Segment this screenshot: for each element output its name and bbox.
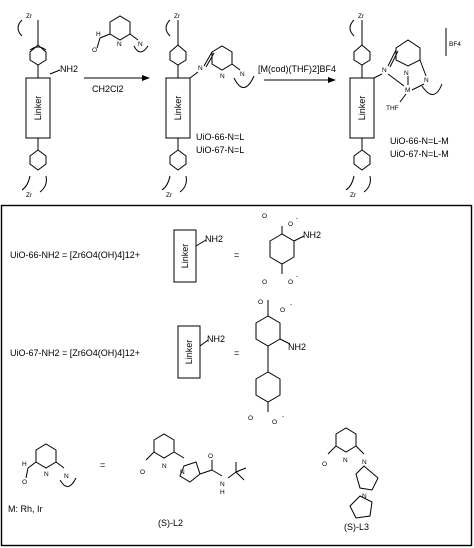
aldehyde-ligand-generic: H O N N = M: Rh, Ir [8,443,105,514]
benzene-ring-67-lower [255,371,281,403]
svg-text:=: = [234,250,239,260]
linker-box-66 [173,229,197,283]
metal-note: M: Rh, Ir [8,504,43,514]
uio67-definition: UiO-67-NH2 = [Zr6O4(OH)4]12+ Linker NH2 … [10,299,306,426]
pyridine-ring-2 [211,45,233,71]
benzene-ring-66 [269,233,295,265]
linker-label-1: Linker [33,96,43,121]
arrow-step-1: CH2Cl2 [84,75,150,94]
svg-text:N: N [404,70,409,77]
svg-text:Zr: Zr [358,13,365,20]
ligand-l3-structure: O N N N (S)-L3 [322,427,379,532]
uio66-formula: UiO-66-NH2 = [Zr6O4(OH)4]12+ [10,250,140,260]
piperazine-ring-l3 [355,465,379,491]
pyridine-ring-generic [35,443,57,469]
svg-text:O: O [262,213,267,220]
svg-text:O: O [322,461,327,468]
svg-text:O: O [272,419,277,426]
svg-text:-: - [290,302,292,308]
aldehyde-reagent-top: H O N N [92,15,149,54]
svg-text:Zr: Zr [174,13,181,20]
svg-text:O: O [92,47,97,54]
product1-label-67: UiO-67-N=L [196,145,244,155]
linker-box-67 [177,325,201,379]
svg-text:N: N [117,41,122,48]
svg-text:-: - [296,274,298,280]
svg-text:O: O [262,279,267,286]
pyrrolidine-ring-l3 [349,495,373,519]
svg-text:H: H [22,461,27,468]
svg-text:Linker: Linker [357,96,367,121]
svg-text:H: H [96,31,101,38]
zr-label-bottom: Zr [26,192,33,199]
carboxylate-bottom [29,149,47,171]
solvent-label: CH2Cl2 [92,84,124,94]
svg-text:N: N [240,71,245,78]
zr-label-top: Zr [26,13,33,20]
svg-text:N: N [198,65,203,72]
arrow-step-2: [M(cod)(THF)2]BF4 [258,64,336,83]
uio66-definition: UiO-66-NH2 = [Zr6O4(OH)4]12+ Linker NH2 … [10,213,321,286]
svg-text:N: N [382,67,387,74]
svg-text:O: O [248,415,253,422]
product-imine-linker: Zr Linker N N N Zr UiO-66-N=L UiO-67-N=L [161,13,255,199]
product2-label-67: UiO-67-N=L-M [390,149,449,159]
pyridine-ring-1 [109,15,131,41]
svg-text:O: O [140,469,145,476]
svg-text:N: N [44,471,49,478]
product-metal-complex: Zr Linker N N M N THF BF4 Zr UiO-66-N=L-… [345,13,461,199]
svg-text:-: - [296,216,298,222]
svg-text:H: H [220,489,225,496]
svg-text:N: N [220,481,225,488]
svg-text:N: N [220,73,225,80]
svg-text:O: O [208,453,213,460]
ligand-l2-structure: O N N O N H (S)-L2 [140,433,247,528]
svg-text:O: O [288,221,293,228]
uio67-formula: UiO-67-NH2 = [Zr6O4(OH)4]12+ [10,348,140,358]
metal-reagent-label: [M(cod)(THF)2]BF4 [258,64,336,74]
product1-label-66: UiO-66-N=L [196,132,244,142]
counterion-bf4: BF4 [449,41,461,48]
ligand-l3-label: (S)-L3 [344,522,369,532]
benzene-ring-67-upper [255,315,281,347]
legend-box [0,204,473,547]
svg-text:NH2: NH2 [288,342,306,352]
svg-text:Zr: Zr [350,192,357,199]
svg-text:NH2: NH2 [205,234,223,244]
ligand-l2-label: (S)-L2 [158,518,183,528]
thf-ligand: THF [386,105,399,112]
svg-text:NH2: NH2 [303,230,321,240]
svg-text:NH2: NH2 [207,334,225,344]
pyridine-ring-3 [395,39,421,67]
svg-text:O: O [288,279,293,286]
zr-arc-top [17,19,23,37]
svg-text:N: N [138,41,143,48]
svg-text:N: N [343,457,348,464]
svg-text:-: - [282,414,284,420]
svg-text:O: O [258,299,263,306]
svg-text:N: N [162,463,167,470]
svg-text:Linker: Linker [173,96,183,121]
uio-nh2-linker: Zr Linker NH2 Zr [17,13,78,199]
svg-text:O: O [280,307,285,314]
svg-text:N: N [180,469,185,476]
svg-text:N: N [362,459,367,466]
svg-text:=: = [234,348,239,358]
svg-text:Zr: Zr [166,192,173,199]
svg-text:N: N [362,493,367,500]
nh2-label: NH2 [60,64,78,74]
pyridine-ring-l3 [335,427,357,453]
metal-center: M [405,87,410,94]
svg-text:O: O [22,479,27,486]
svg-text:Linker: Linker [180,244,190,269]
pyrrolidine-ring-l2 [179,461,201,483]
svg-text:=: = [100,460,105,470]
svg-text:N: N [424,77,429,84]
pyridine-ring-l2 [153,433,175,459]
product2-label-66: UiO-66-N=L-M [390,136,449,146]
svg-text:Linker: Linker [184,340,194,365]
svg-text:N: N [64,473,69,480]
